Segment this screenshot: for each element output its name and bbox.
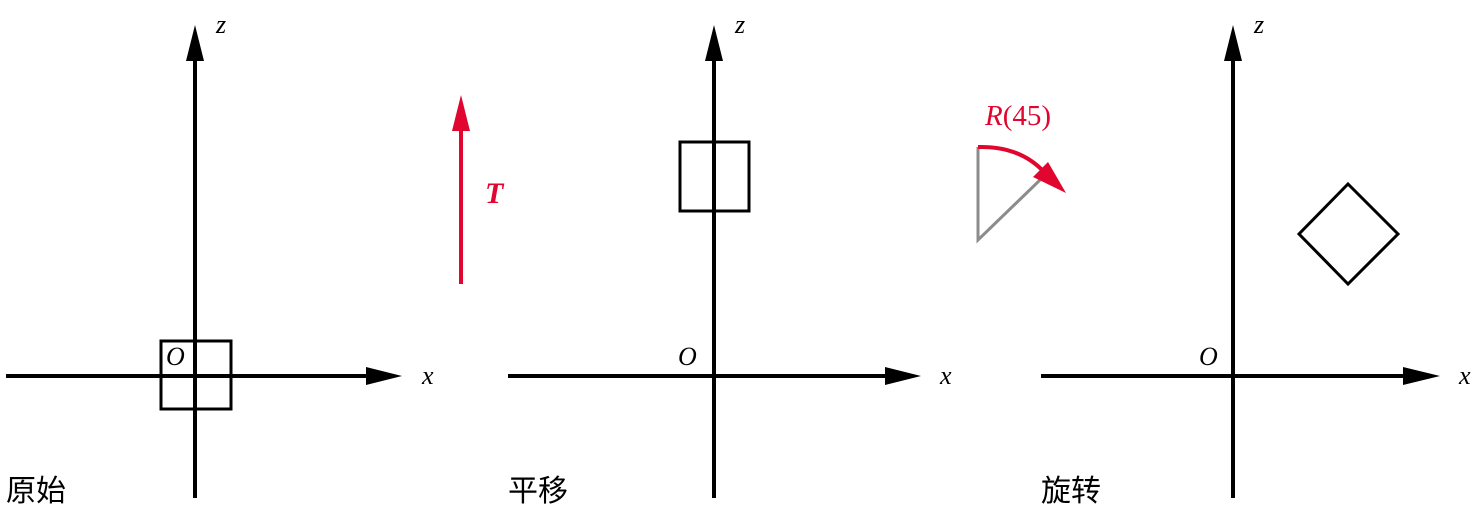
panel-translate: O z x 平移 [508, 10, 952, 509]
caption-rotate: 旋转 [1041, 474, 1101, 509]
rotated-square [1296, 181, 1401, 287]
x-axis-arrowhead-icon [366, 367, 402, 385]
z-axis-label: z [734, 10, 745, 39]
rotation-label-prefix: R [984, 100, 1003, 132]
x-axis-arrowhead-icon [885, 367, 921, 385]
translation-operator: T [452, 95, 505, 284]
rotation-label: R(45) [984, 100, 1051, 132]
x-axis-label: x [939, 361, 952, 390]
translated-square [678, 140, 751, 213]
origin-label: O [166, 342, 185, 371]
rotation-operator: R(45) [976, 100, 1066, 244]
up-arrow-head-icon [452, 95, 470, 131]
x-axis-label: x [1458, 361, 1471, 390]
caption-original: 原始 [6, 474, 66, 509]
origin-label: O [678, 342, 697, 371]
panel-original: O z x 原始 [6, 10, 434, 509]
x-axis-label: x [421, 361, 434, 390]
origin-label: O [1199, 342, 1218, 371]
z-axis-arrowhead-icon [1224, 25, 1242, 61]
rotation-label-args: (45) [1003, 100, 1051, 132]
rotation-arrowhead-icon [1033, 162, 1066, 193]
rotation-arc-icon [977, 144, 1046, 174]
translation-label: T [485, 177, 505, 210]
z-axis-arrowhead-icon [186, 25, 204, 61]
z-axis-label: z [1253, 10, 1264, 39]
panel-rotate: O z x 旋转 [1041, 10, 1471, 509]
original-square [159, 339, 233, 411]
x-axis-arrowhead-icon [1403, 367, 1440, 385]
rotation-guide-icon [976, 147, 1042, 244]
z-axis-label: z [215, 10, 226, 39]
caption-translate: 平移 [508, 474, 568, 509]
z-axis-arrowhead-icon [705, 25, 723, 61]
